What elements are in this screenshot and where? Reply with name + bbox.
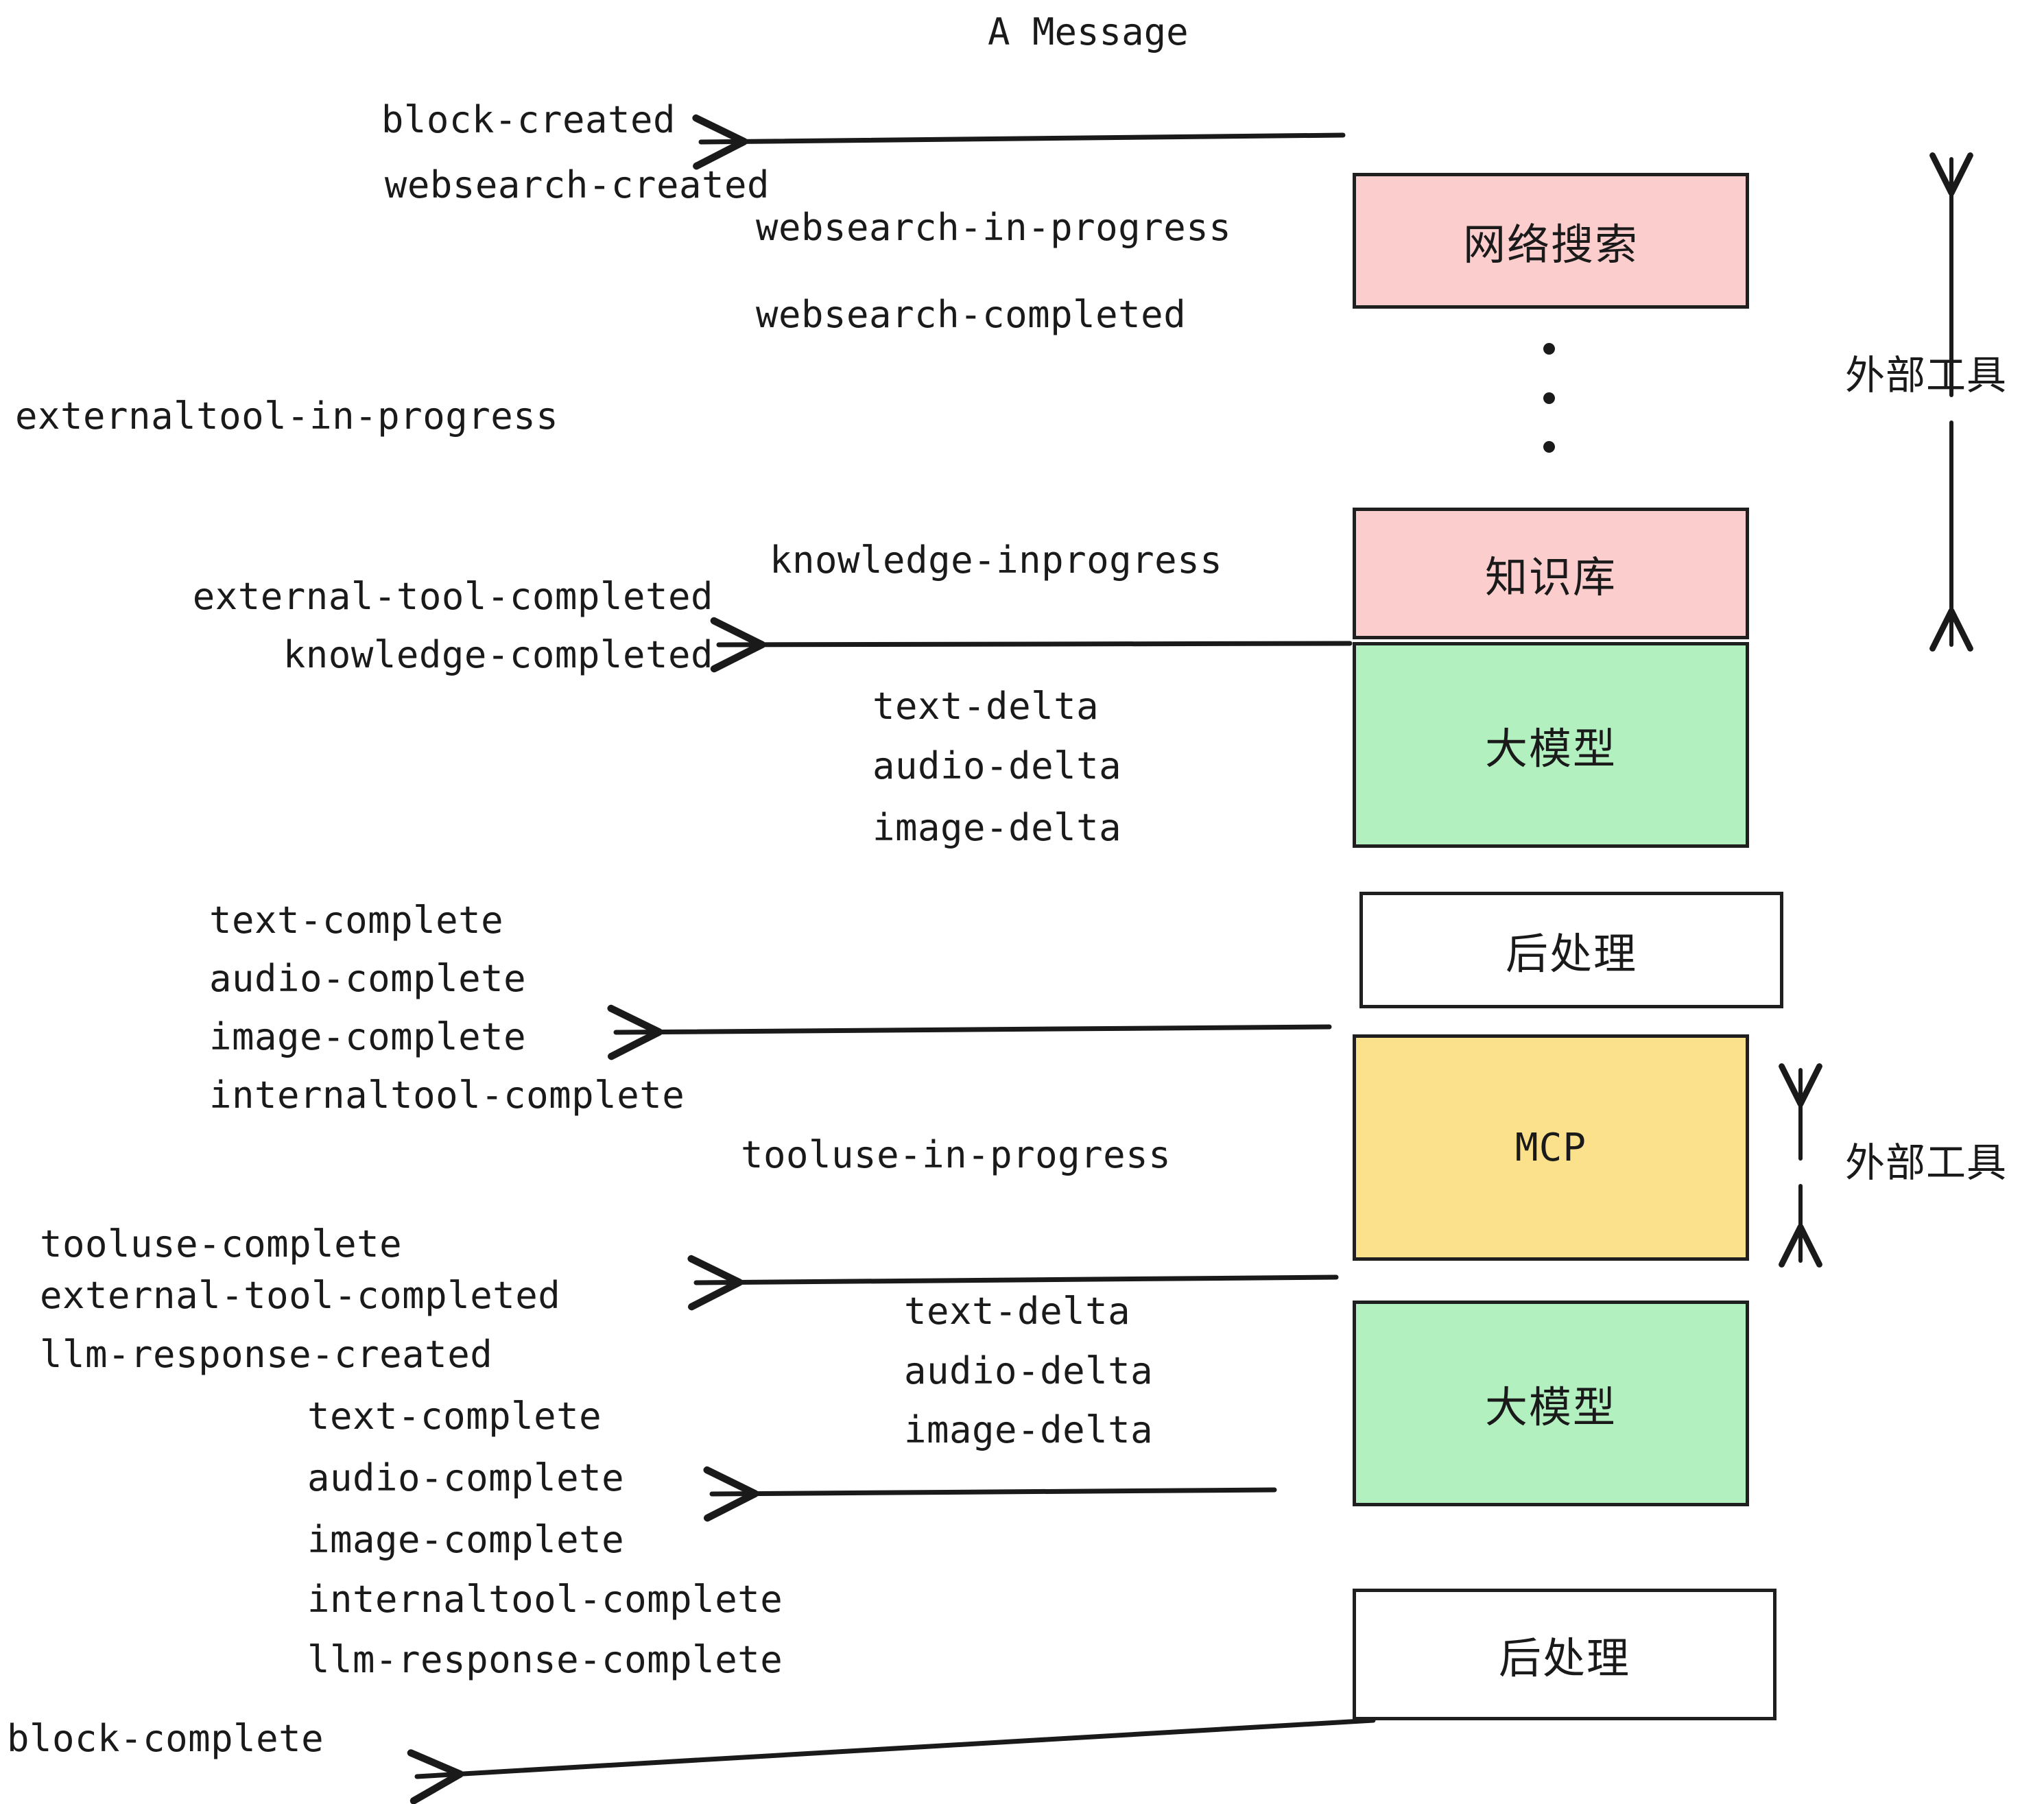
event-label-audio-complete-2: audio-complete <box>307 1456 625 1499</box>
event-label-tooluse-in-progress: tooluse-in-progress <box>741 1133 1172 1176</box>
event-label-external-tool-completed-2: external-tool-completed <box>40 1274 561 1317</box>
node-label: 后处理 <box>1498 1633 1630 1683</box>
event-label-text-delta-1: text-delta <box>872 685 1100 728</box>
event-label-audio-delta-2: audio-delta <box>904 1349 1154 1392</box>
node-label: 知识库 <box>1484 552 1617 602</box>
annotation-external-tool-bottom: 外部工具 <box>1845 1139 2008 1186</box>
event-label-text-complete-2: text-complete <box>307 1394 602 1438</box>
event-label-block-complete: block-complete <box>7 1717 324 1760</box>
ellipsis-dot <box>1543 343 1555 355</box>
node-label: 大模型 <box>1484 724 1617 774</box>
vertical-ellipsis-icon <box>1543 343 1555 453</box>
node-label: 后处理 <box>1505 929 1637 979</box>
node-postprocess-2: 后处理 <box>1353 1589 1776 1720</box>
event-label-knowledge-inprogress: knowledge-inprogress <box>770 538 1223 582</box>
node-label: 网络搜索 <box>1462 219 1639 270</box>
event-label-externaltool-in-progress: externaltool-in-progress <box>15 394 559 438</box>
event-label-websearch-created: websearch-created <box>384 163 770 206</box>
arrow-knowledge-done <box>710 617 1353 673</box>
arrow-block-created <box>692 114 1346 170</box>
arrow-audio-complete <box>703 1466 1277 1522</box>
event-label-audio-delta-1: audio-delta <box>872 744 1122 787</box>
node-label: 大模型 <box>1484 1382 1617 1432</box>
event-label-internaltool-complete-2: internaltool-complete <box>307 1578 783 1621</box>
event-label-websearch-in-progress: websearch-in-progress <box>756 206 1232 249</box>
event-label-image-complete-1: image-complete <box>209 1015 527 1058</box>
event-label-image-delta-1: image-delta <box>872 806 1122 849</box>
ellipsis-dot <box>1543 441 1555 453</box>
event-label-text-delta-2: text-delta <box>904 1290 1131 1333</box>
arrow-block-complete <box>407 1718 1376 1804</box>
arrow-tooluse-done <box>687 1255 1339 1311</box>
annotation-external-tool-top: 外部工具 <box>1845 352 2008 399</box>
event-label-llm-response-complete: llm-response-complete <box>307 1638 783 1681</box>
node-knowledge: 知识库 <box>1353 508 1749 639</box>
event-label-audio-complete-1: audio-complete <box>209 957 527 1000</box>
event-label-tooluse-complete: tooluse-complete <box>40 1222 403 1266</box>
node-mcp: MCP <box>1353 1034 1749 1261</box>
arrow-image-complete <box>607 1004 1332 1060</box>
event-label-websearch-completed: websearch-completed <box>756 293 1187 336</box>
event-label-image-complete-2: image-complete <box>307 1518 625 1561</box>
event-label-image-delta-2: image-delta <box>904 1408 1154 1451</box>
node-postprocess-1: 后处理 <box>1359 892 1783 1008</box>
diagram-title: A Message <box>988 10 1189 54</box>
event-label-block-created: block-created <box>381 98 676 141</box>
ellipsis-dot <box>1543 392 1555 404</box>
event-label-text-complete-1: text-complete <box>209 899 504 942</box>
event-label-internaltool-complete-1: internaltool-complete <box>209 1073 685 1117</box>
event-label-external-tool-completed-1: external-tool-completed <box>192 575 713 618</box>
event-label-knowledge-completed: knowledge-completed <box>283 633 713 676</box>
node-llm-2: 大模型 <box>1353 1301 1749 1506</box>
node-label: MCP <box>1514 1125 1587 1170</box>
event-label-llm-response-created: llm-response-created <box>40 1333 493 1376</box>
node-websearch: 网络搜索 <box>1353 173 1749 309</box>
node-llm-1: 大模型 <box>1353 642 1749 848</box>
